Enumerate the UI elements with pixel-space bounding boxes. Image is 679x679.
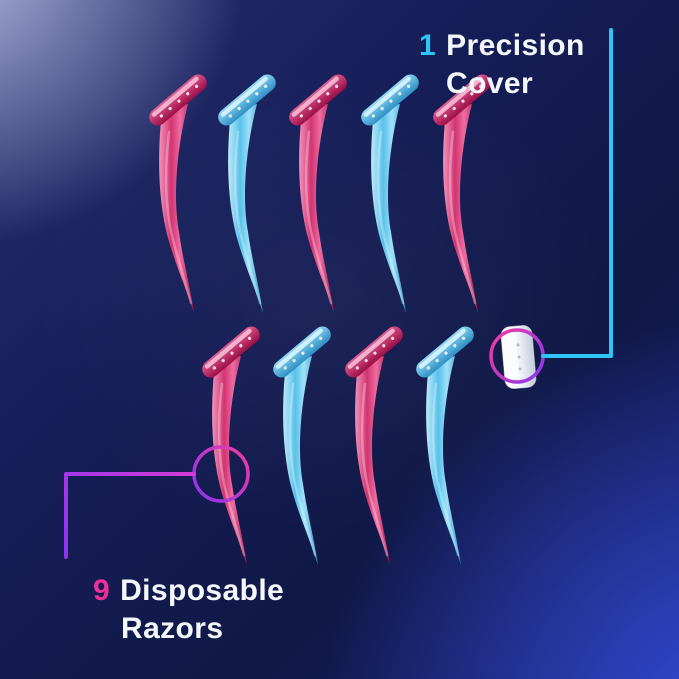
- razor-head: [202, 326, 260, 378]
- blade-guard-dots: [159, 84, 199, 118]
- precision-cover: [500, 325, 537, 390]
- razor-handle-sheen: [288, 382, 317, 557]
- disposable-razors-label-row: 9 Disposable: [93, 572, 284, 610]
- razor-handle: [426, 356, 461, 565]
- razor-handle-sheen: [304, 130, 333, 305]
- razor-head: [433, 74, 491, 126]
- blade-guard-dots: [212, 336, 252, 370]
- razor-handle: [299, 104, 334, 313]
- blade-guard-dots: [371, 84, 411, 118]
- blade-guard-dots: [299, 84, 339, 118]
- razor-handle: [283, 356, 318, 565]
- razor-handle: [228, 104, 263, 313]
- precision-cover-line: [541, 28, 613, 358]
- razor-blue: [218, 74, 276, 313]
- precision-cover-label-line1: Precision: [446, 29, 585, 62]
- razor-handle: [371, 104, 406, 313]
- blade-guard-dots: [228, 84, 268, 118]
- razor-handle-sheen: [448, 130, 477, 305]
- razor-head: [149, 74, 207, 126]
- razor-pink: [345, 326, 403, 565]
- razor-handle: [355, 356, 390, 565]
- razor-handle: [212, 356, 247, 565]
- disposable-razors-line: [64, 472, 196, 559]
- razor-blue: [273, 326, 331, 565]
- blade-guard-dots: [355, 336, 395, 370]
- blade-guard-dots: [426, 336, 466, 370]
- blade-guard-dots: [283, 336, 323, 370]
- razor-pink: [289, 74, 347, 313]
- disposable-razors-label-line2: Razors: [121, 612, 224, 645]
- disposable-razors-callout: 9 Disposable Razors: [93, 572, 284, 648]
- cover-dots: [516, 343, 522, 371]
- razor-pink: [433, 74, 491, 313]
- razor-head: [361, 74, 419, 126]
- razor-head: [289, 74, 347, 126]
- razor-head: [273, 326, 331, 378]
- precision-cover-callout: 1 Precision Cover: [419, 27, 585, 103]
- razor-handle-sheen: [233, 130, 262, 305]
- razor-handle-sheen: [217, 382, 246, 557]
- razor-head: [416, 326, 474, 378]
- razor-handle-sheen: [431, 382, 460, 557]
- razor-handle-sheen: [360, 382, 389, 557]
- precision-cover-label-row: 1 Precision: [419, 27, 585, 65]
- disposable-razors-label-line1: Disposable: [120, 574, 285, 607]
- razor-head: [218, 74, 276, 126]
- razor-handle-sheen: [164, 130, 193, 305]
- razor-handle-sheen: [376, 130, 405, 305]
- razor-blue: [416, 326, 474, 565]
- razor-blue: [361, 74, 419, 313]
- razor-head: [345, 326, 403, 378]
- razor-handle: [159, 104, 194, 313]
- razor-pink: [149, 74, 207, 313]
- razor-handle: [443, 104, 478, 313]
- precision-cover-count: 1: [419, 29, 437, 62]
- blade-guard-dots: [443, 84, 483, 118]
- precision-cover-label-line2: Cover: [446, 67, 534, 100]
- disposable-razors-count: 9: [93, 574, 111, 607]
- razor-pink: [202, 326, 260, 565]
